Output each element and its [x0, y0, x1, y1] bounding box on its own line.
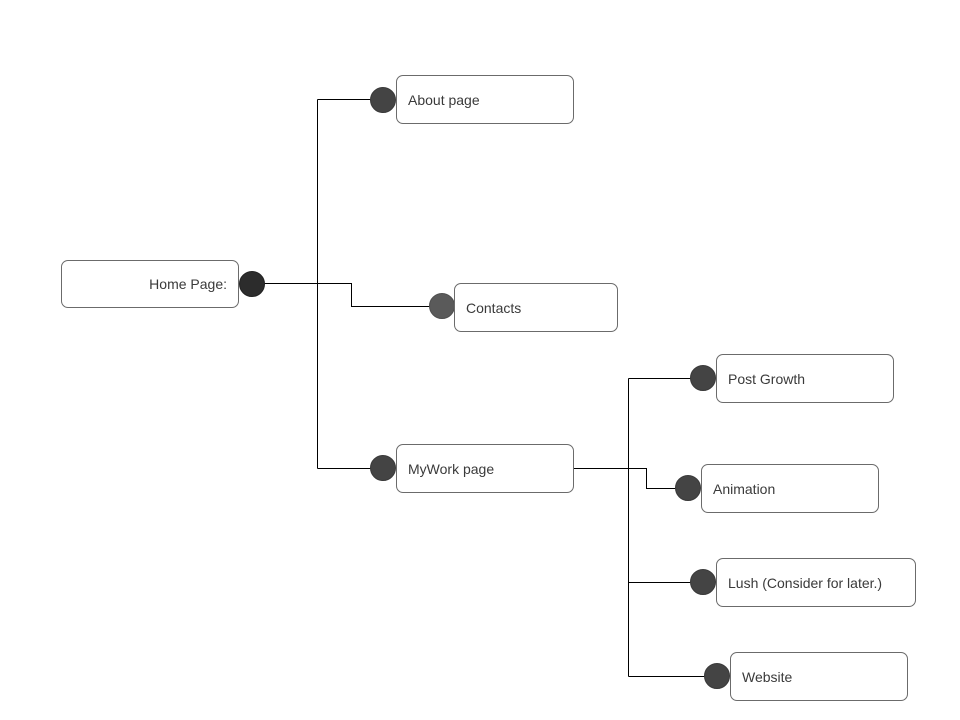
connector-website[interactable]: [704, 663, 730, 689]
node-mywork-page[interactable]: MyWork page: [396, 444, 574, 493]
connector-post-growth[interactable]: [690, 365, 716, 391]
connector-home-page[interactable]: [239, 271, 265, 297]
node-post-growth[interactable]: Post Growth: [716, 354, 894, 403]
edge-mywork-post-growth: [573, 378, 691, 677]
connector-about-page[interactable]: [370, 87, 396, 113]
connector-contacts[interactable]: [429, 293, 455, 319]
node-about-page-label: About page: [408, 91, 480, 108]
node-website[interactable]: Website: [730, 652, 908, 701]
node-contacts-label: Contacts: [466, 299, 522, 316]
connector-mywork-page[interactable]: [370, 455, 396, 481]
node-lush[interactable]: Lush (Consider for later.): [716, 558, 916, 607]
node-about-page[interactable]: About page: [396, 75, 574, 124]
node-post-growth-label: Post Growth: [728, 370, 806, 387]
node-mywork-page-label: MyWork page: [408, 460, 495, 477]
node-animation-label: Animation: [713, 480, 776, 497]
node-lush-label: Lush (Consider for later.): [728, 574, 883, 591]
node-animation[interactable]: Animation: [701, 464, 879, 513]
connector-lush[interactable]: [690, 569, 716, 595]
edge-mywork-animation: [628, 468, 676, 489]
node-home-page[interactable]: Home Page:: [61, 260, 239, 308]
node-contacts[interactable]: Contacts: [454, 283, 618, 332]
node-home-page-label: Home Page:: [149, 276, 227, 292]
node-website-label: Website: [742, 668, 793, 685]
connector-animation[interactable]: [675, 475, 701, 501]
edge-home-contacts: [264, 283, 431, 307]
